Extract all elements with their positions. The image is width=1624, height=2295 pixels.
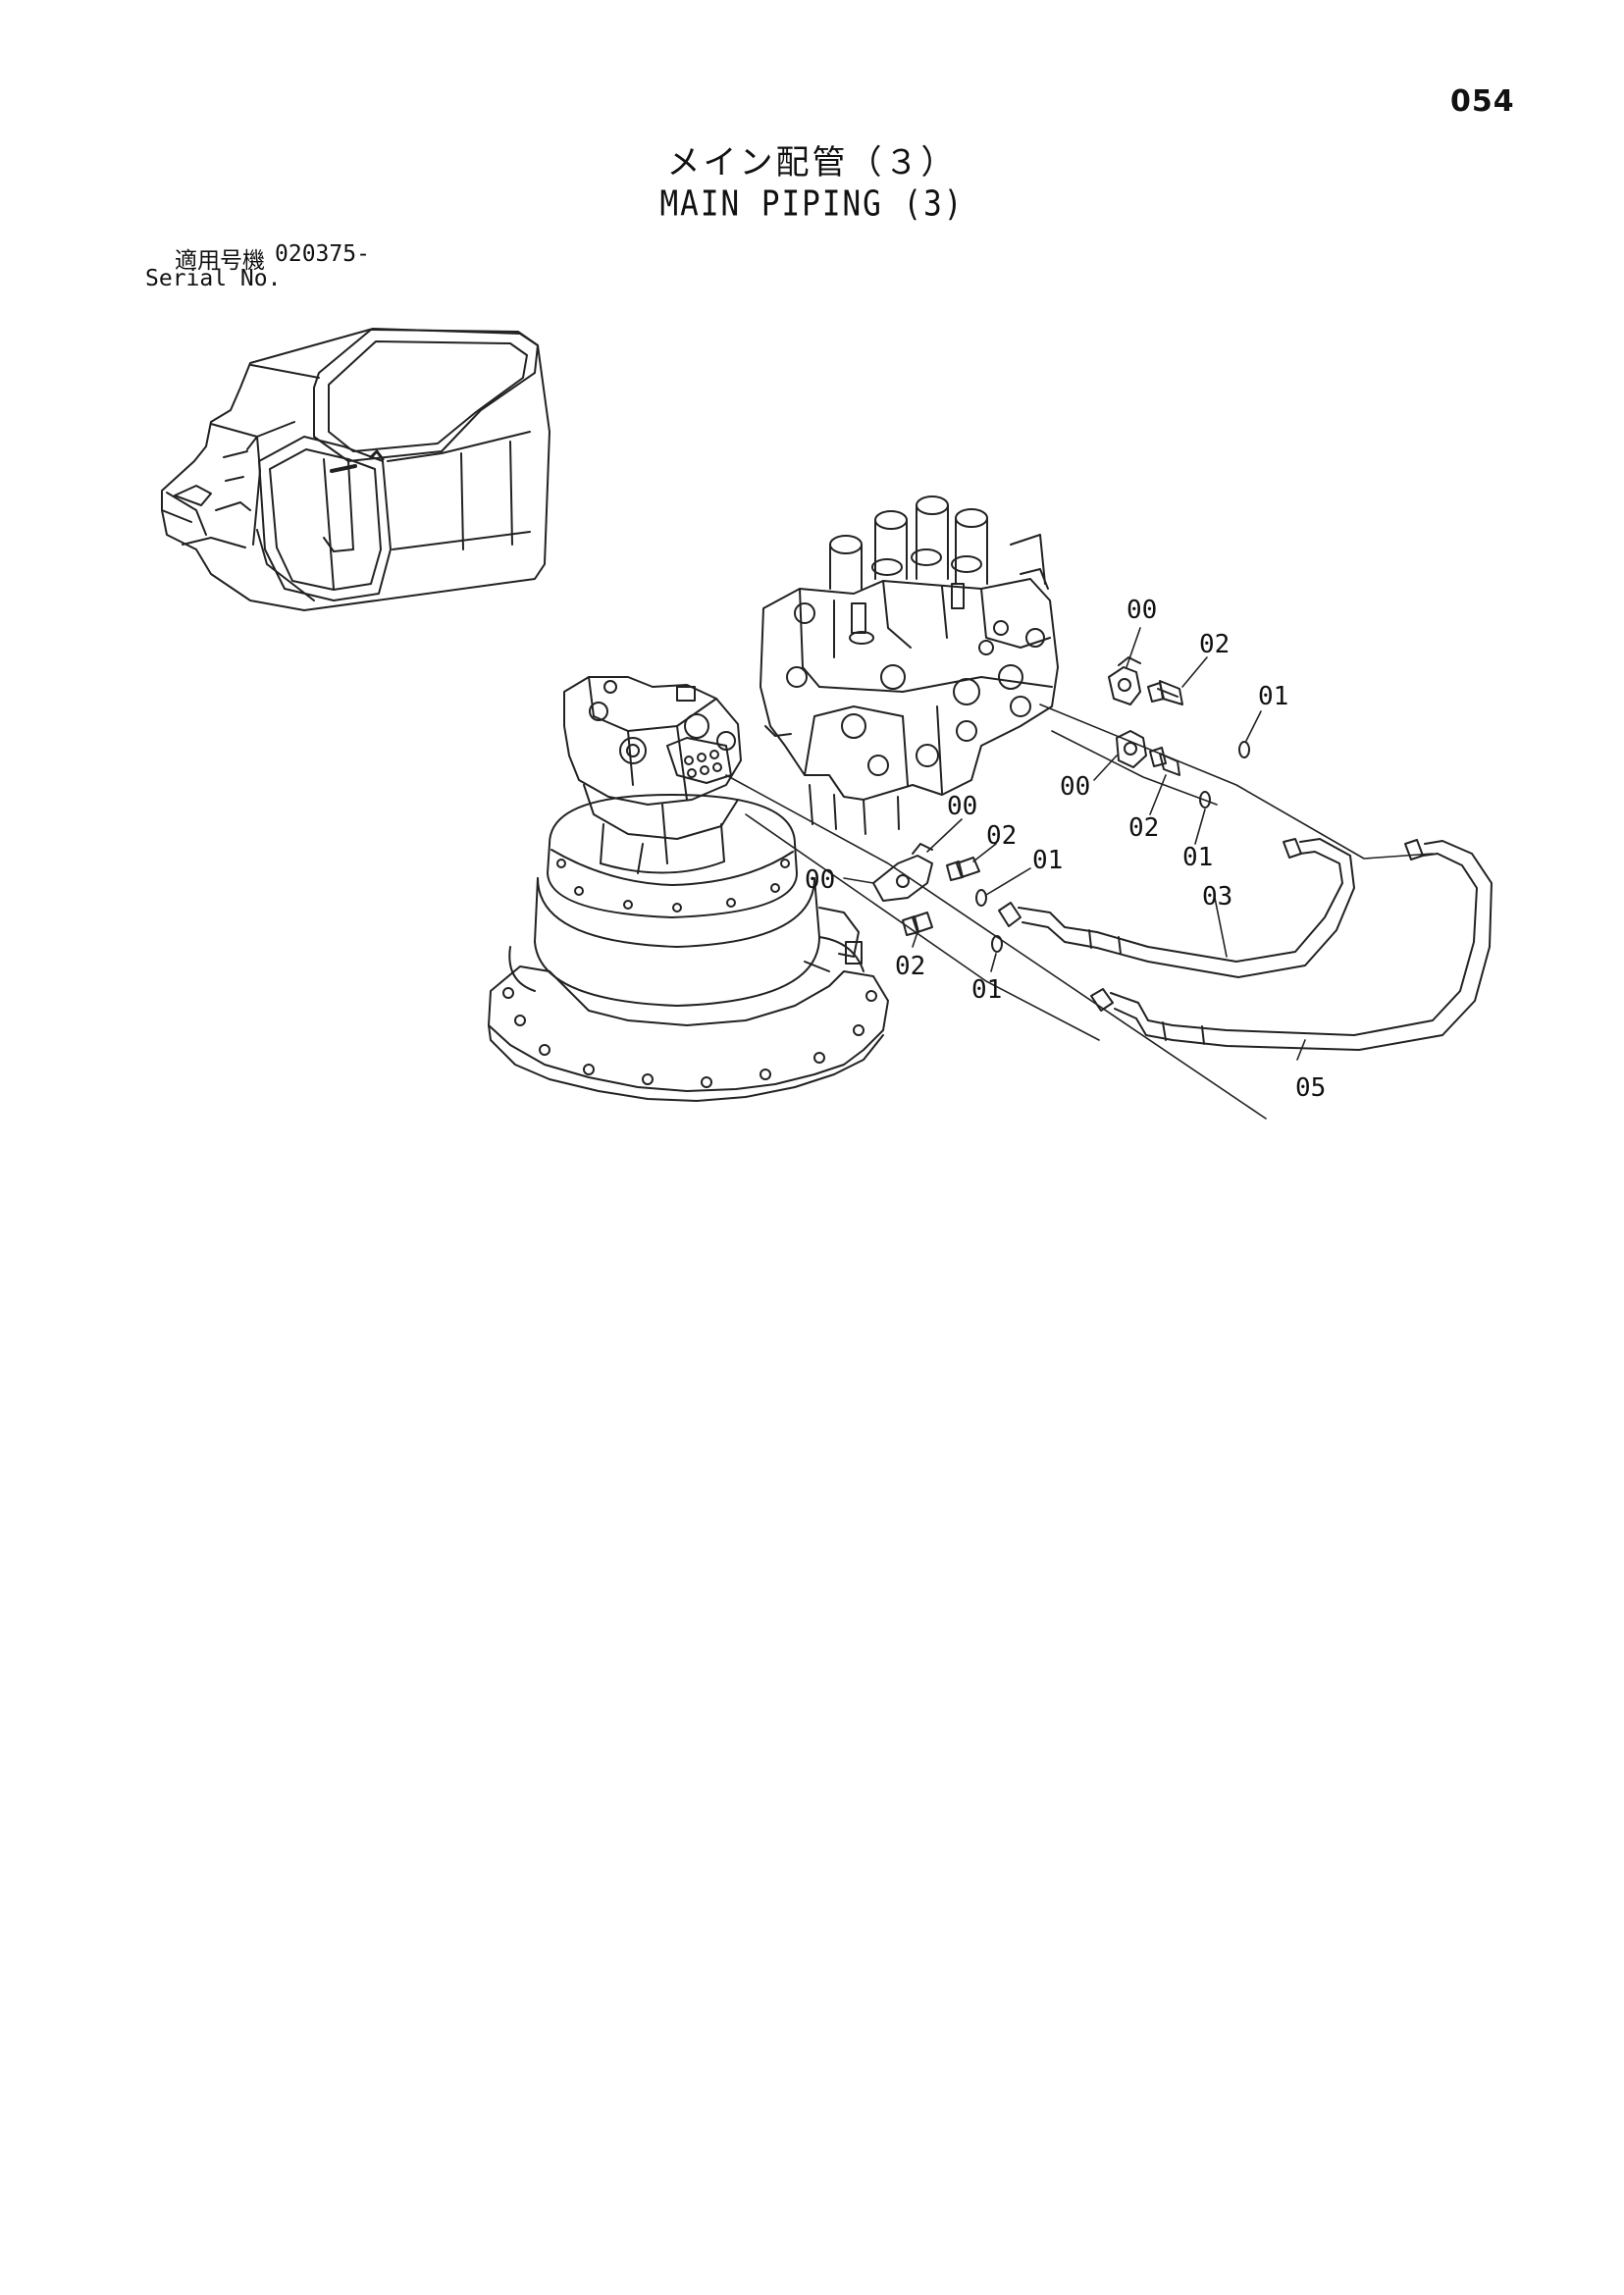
callout-label: 01: [971, 975, 1002, 1005]
split-flange-lower: [872, 843, 933, 902]
bolt-upper: [1147, 680, 1183, 705]
callout-label: 00: [1060, 772, 1090, 802]
bolt-middle: [1149, 747, 1180, 776]
exploded-view-lines: [725, 704, 1434, 1120]
callout-label: 02: [1128, 813, 1159, 843]
callout-label: 02: [895, 952, 925, 981]
callout-label: 01: [1182, 843, 1213, 872]
hose-03: [998, 838, 1355, 978]
excavator-locator-illustration: [161, 328, 550, 611]
callout-label: 05: [1295, 1073, 1326, 1103]
callout-label: 00: [805, 865, 835, 895]
control-valve: [760, 496, 1059, 835]
callout-label: 00: [1126, 596, 1157, 625]
hose-05: [1090, 839, 1493, 1051]
callout-label: 02: [1199, 630, 1230, 659]
swing-reduction-gear-body: [488, 794, 889, 1102]
page-number: 054: [1450, 84, 1515, 119]
bolt-lower-right: [946, 857, 980, 881]
callout-label: 00: [947, 792, 977, 821]
split-flange-upper: [1108, 656, 1141, 705]
callout-labels: 00 02 01 00 02 01 00 02 01 00 03 02 01 0…: [805, 596, 1326, 1103]
callout-label: 01: [1258, 682, 1288, 711]
callout-label: 01: [1032, 846, 1063, 875]
serial-label-english: Serial No.: [145, 266, 282, 291]
page-title-english: MAIN PIPING (3): [659, 183, 965, 225]
o-ring-middle: [1199, 791, 1211, 808]
o-ring-upper: [1238, 741, 1250, 758]
serial-label-japanese: 適用号機: [175, 248, 265, 274]
bolt-lower-left: [902, 912, 933, 936]
serial-number-value: 020375-: [275, 241, 370, 267]
swing-motor-valve-block: [563, 676, 742, 874]
callout-label: 02: [986, 821, 1017, 851]
page-title-japanese: メイン配管（３）: [666, 143, 958, 183]
o-ring-lower-right: [975, 889, 987, 907]
leader-lines: [843, 627, 1306, 1061]
callout-label: 03: [1202, 882, 1232, 912]
split-flange-middle: [1116, 730, 1147, 768]
o-ring-lower-left: [991, 935, 1003, 953]
